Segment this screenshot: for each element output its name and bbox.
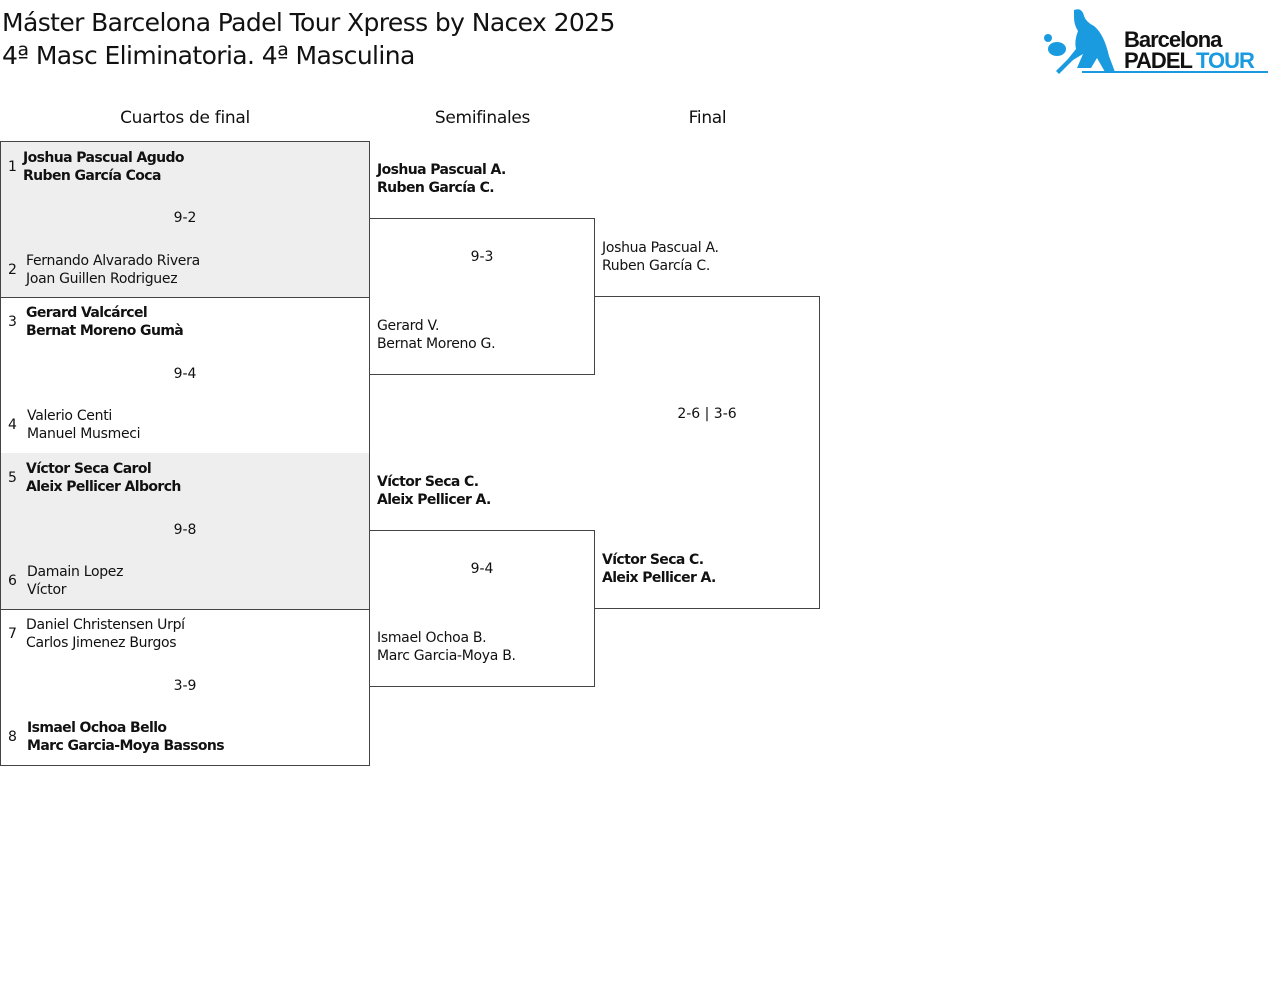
seed: 2: [8, 262, 17, 278]
semifinal-2-team-winner: Víctor Seca C.Aleix Pellicer A.: [377, 474, 491, 508]
match-score: 9-4: [173, 366, 197, 382]
semifinal-2-team: Ismael Ochoa B.Marc Garcia-Moya B.: [377, 630, 516, 664]
category-title: 4ª Masc Eliminatoria. 4ª Masculina: [2, 41, 415, 70]
semifinal-match-1[interactable]: 9-3: [370, 218, 595, 375]
seed: 7: [8, 626, 17, 642]
match-score: 9-3: [470, 249, 494, 265]
seed: 5: [8, 470, 17, 486]
svg-text:PADEL: PADEL: [1124, 48, 1192, 73]
semifinal-1-team: Gerard V.Bernat Moreno G.: [377, 318, 496, 352]
semifinal-1-team-winner: Joshua Pascual A.Ruben García C.: [377, 162, 506, 196]
match-score: 9-8: [173, 522, 197, 538]
svg-text:TOUR: TOUR: [1196, 48, 1255, 73]
seed: 3: [8, 314, 17, 330]
tournament-title: Máster Barcelona Padel Tour Xpress by Na…: [2, 8, 615, 37]
seed: 4: [8, 417, 17, 433]
barcelona-padel-tour-logo: Barcelona PADEL TOUR: [1042, 4, 1272, 76]
svg-text:Barcelona: Barcelona: [1124, 27, 1223, 52]
match-score: 2-6 | 3-6: [677, 406, 737, 422]
match-score: 9-2: [173, 210, 197, 226]
semifinal-match-2[interactable]: 9-4: [370, 530, 595, 687]
match-score: 9-4: [470, 561, 494, 577]
final-match[interactable]: 2-6 | 3-6: [595, 296, 820, 609]
seed: 8: [8, 729, 17, 745]
round-header-quarterfinals: Cuartos de final: [120, 108, 250, 128]
final-team-winner: Víctor Seca C.Aleix Pellicer A.: [602, 552, 716, 586]
seed: 6: [8, 573, 17, 589]
round-header-semifinals: Semifinales: [434, 108, 531, 128]
seed: 1: [8, 159, 17, 175]
player-icon: Barcelona PADEL TOUR: [1044, 9, 1268, 74]
match-score: 3-9: [173, 678, 197, 694]
round-header-final: Final: [688, 108, 727, 128]
final-team: Joshua Pascual A.Ruben García C.: [602, 240, 719, 274]
